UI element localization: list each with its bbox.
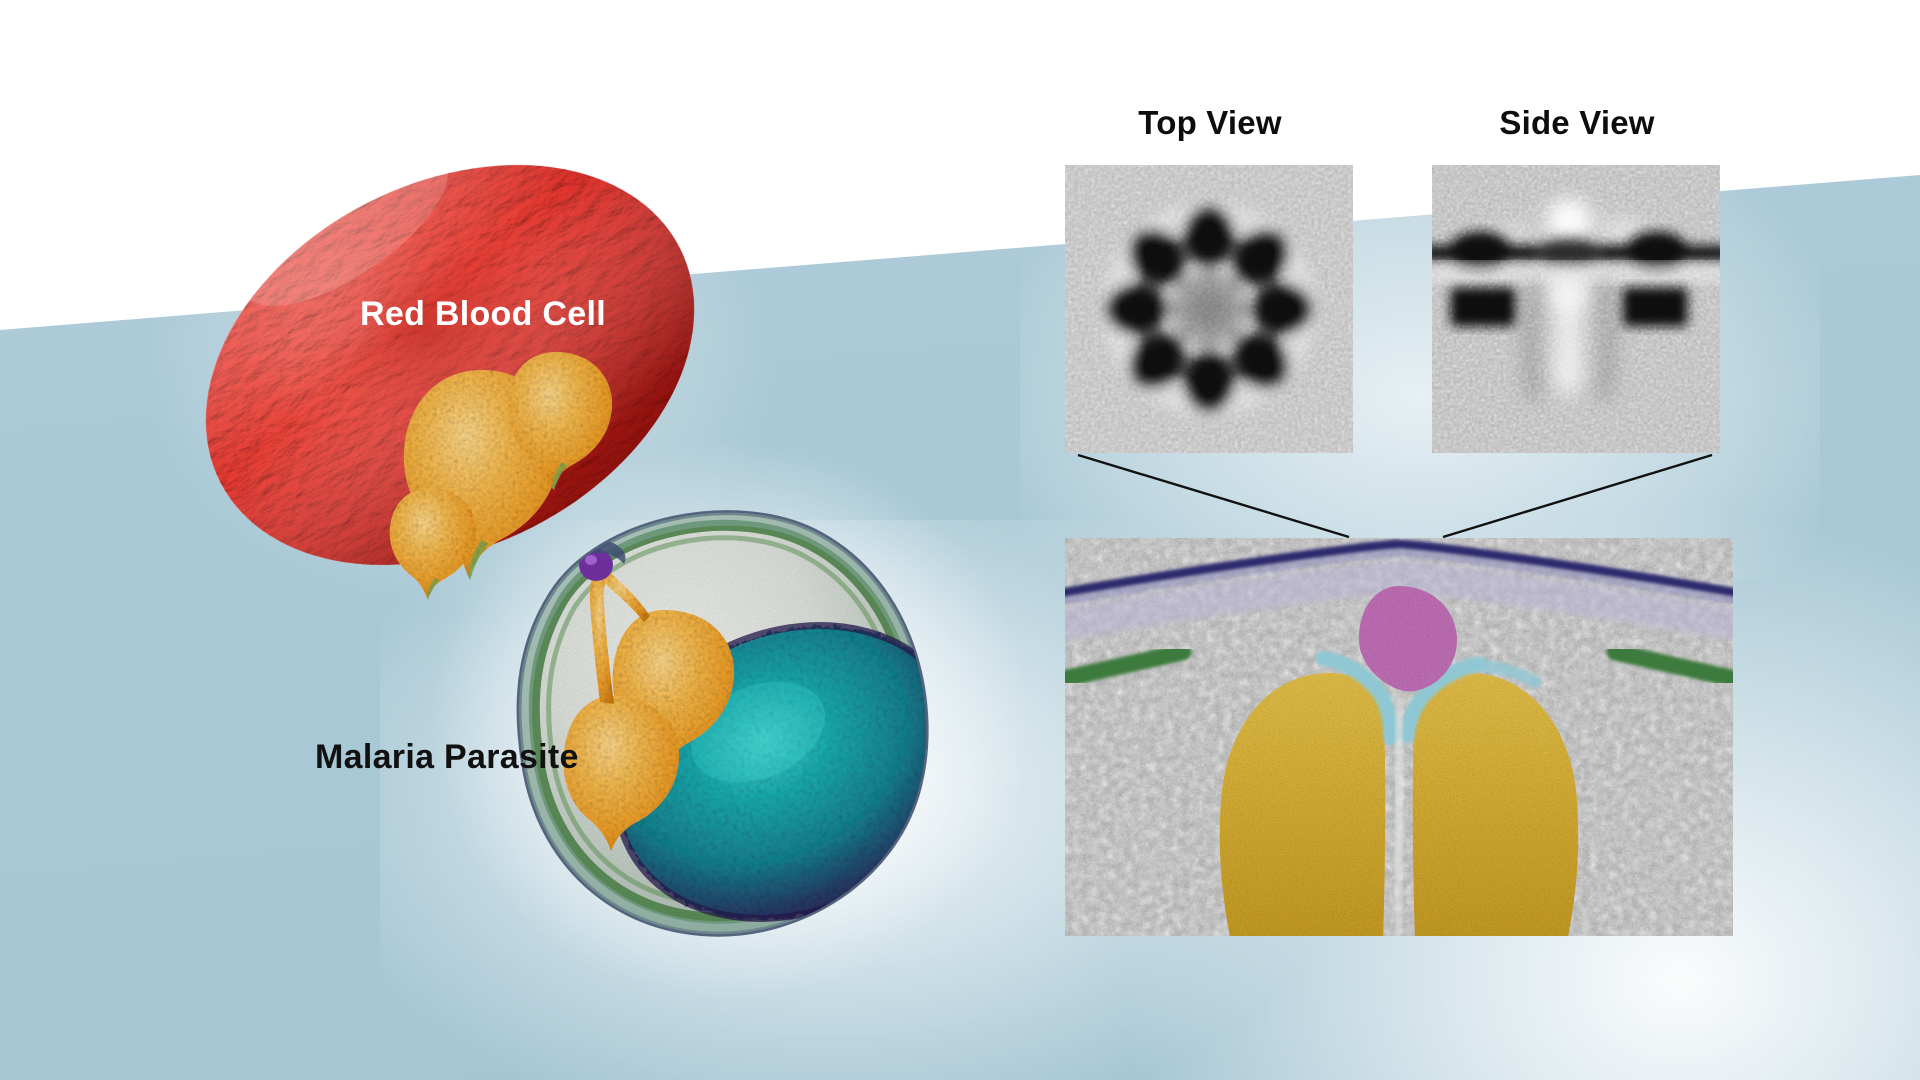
panel-title-top-view: Top View [1138,104,1282,141]
rhoptry-rbc-upper-neck [552,462,567,490]
em-panel-tomogram [1065,538,1733,936]
em-panel-top-view [1065,165,1353,453]
rhoptry-rbc-upper [507,352,613,488]
rbc-shading-group [205,149,695,566]
red-blood-cell [205,149,695,566]
rbc-rim-shading [205,164,695,566]
tomogram-image [1065,538,1733,936]
tomogram-central-channel [1395,698,1403,936]
rhoptry-right-bulb [1412,672,1579,936]
label-malaria-parasite: Malaria Parasite [315,738,579,776]
side-view-image [1432,165,1720,453]
panel-title-side-view: Side View [1499,104,1655,141]
top-view-image [1065,165,1353,453]
label-red-blood-cell: Red Blood Cell [360,295,606,333]
neck-collar-right-outer [1479,660,1541,688]
cell-illustration [130,60,1050,1020]
apical-vesicle-highlight [585,555,597,565]
tomogram-apical-vesicle [1358,586,1457,692]
em-panel-side-view [1432,165,1720,453]
microtubule-right [1606,643,1733,688]
neck-collar-right [1399,656,1487,744]
